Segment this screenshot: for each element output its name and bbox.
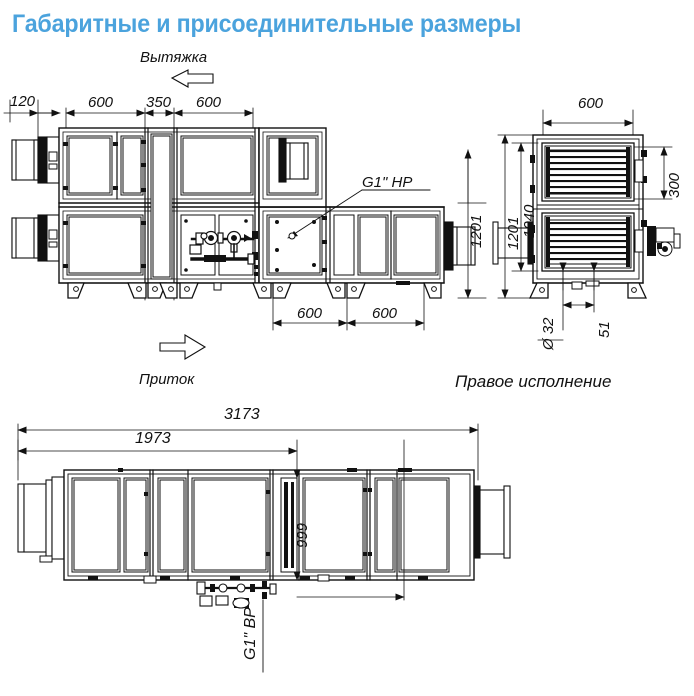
- dim-front-600-left: 600: [88, 94, 114, 111]
- exhaust-arrow-icon: [170, 69, 214, 88]
- front-panel-center: [150, 133, 173, 280]
- front-view-group: [3, 69, 487, 360]
- dim-front-120: 120: [10, 93, 36, 110]
- side-view-group: [492, 109, 681, 341]
- side-coil-lower: [541, 212, 635, 272]
- side-feet: [528, 280, 648, 299]
- label-supply: Приток: [139, 371, 195, 388]
- plan-right-duct: [473, 485, 511, 559]
- top-view-group: [17, 423, 511, 673]
- valve-assembly: [189, 230, 258, 276]
- plan-left-duct: [17, 476, 65, 560]
- dim-side-51: 51: [596, 321, 613, 338]
- right-duct-upper: [278, 137, 309, 183]
- dim-side-300: 300: [666, 172, 683, 198]
- side-overall-height-dimension: [497, 134, 534, 299]
- front-height-dimension: [457, 149, 487, 299]
- dim-plan-999: 999: [294, 522, 311, 548]
- caption-right-version: Правое исполнение: [455, 372, 612, 391]
- plan-hardware: [88, 468, 428, 580]
- side-drain-dimensions: [537, 262, 598, 341]
- side-coil-height-dimension: [633, 146, 673, 200]
- label-g1-hp: G1" HP: [362, 174, 413, 191]
- front-panel-lower-left: [66, 214, 144, 276]
- front-panel-upper-right: [180, 135, 254, 196]
- label-g1-bp: G1" BP: [242, 607, 259, 660]
- plan-width-dimension: [275, 469, 311, 581]
- front-panel-heater: [266, 214, 323, 276]
- front-bottom-dimensions: [272, 282, 425, 331]
- dim-side-drain-diameter: Ø 32: [540, 317, 557, 350]
- page-title: Габаритные и присоединительные размеры: [12, 10, 522, 38]
- supply-arrow-icon: [159, 334, 207, 360]
- dim-front-1201: 1201: [468, 214, 485, 248]
- dim-side-1201: 1201: [505, 216, 522, 250]
- plan-small-brackets: [39, 555, 330, 584]
- front-panel-upper-left: [66, 135, 144, 196]
- side-pump-unit: [647, 226, 681, 257]
- front-panel-far-right: [333, 214, 439, 276]
- g1-hp-leader: [287, 189, 431, 240]
- plan-piping: [196, 581, 277, 609]
- side-body-height-dimension: [511, 142, 539, 272]
- dim-front-600-right: 600: [196, 94, 222, 111]
- dim-side-1040: 1040: [521, 204, 538, 238]
- dim-front-350: 350: [146, 94, 172, 111]
- dim-front-bottom-600-a: 600: [297, 305, 323, 322]
- label-exhaust: Вытяжка: [140, 49, 208, 66]
- front-base-and-feet: [58, 281, 445, 299]
- side-coil-upper: [541, 142, 635, 202]
- dim-side-600: 600: [578, 95, 604, 112]
- front-hardware-dots: [63, 140, 327, 272]
- side-panel-tabs: [634, 159, 644, 253]
- plan-coil-band: [284, 482, 294, 568]
- dim-plan-1973: 1973: [135, 430, 171, 447]
- plan-panels: [71, 477, 450, 573]
- dim-plan-3173: 3173: [224, 406, 260, 423]
- dim-front-bottom-600-b: 600: [372, 305, 398, 322]
- left-duct-connections: [11, 136, 60, 262]
